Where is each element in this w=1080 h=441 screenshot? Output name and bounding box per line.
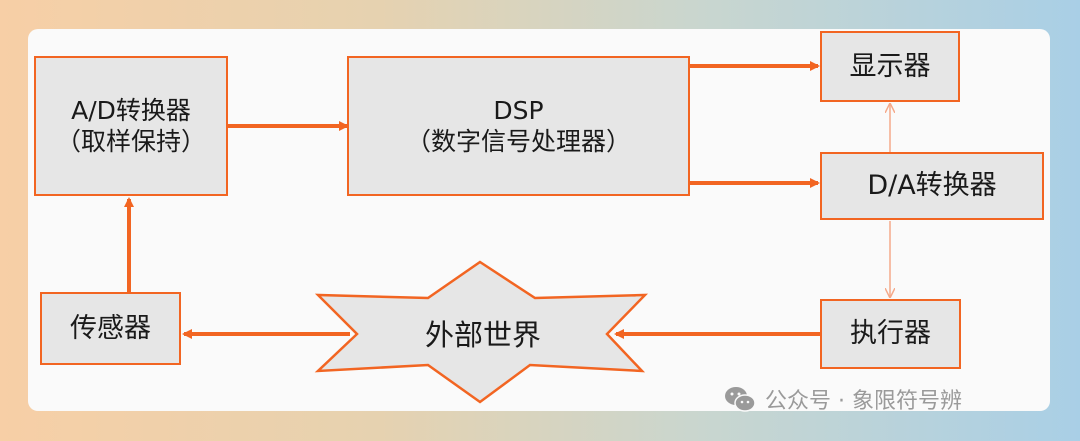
- node-display: 显示器: [820, 31, 960, 102]
- actuator-label: 执行器: [850, 318, 931, 350]
- display-label: 显示器: [849, 50, 931, 82]
- outside-world-shape: [314, 260, 649, 404]
- node-ad-converter: A/D转换器 （取样保持）: [34, 56, 228, 196]
- outside-world-label: 外部世界: [424, 318, 541, 352]
- ad-converter-title: A/D转换器: [71, 95, 191, 125]
- node-dsp: DSP （数字信号处理器）: [347, 56, 690, 196]
- node-sensor: 传感器: [40, 292, 181, 365]
- dsp-subtitle: （数字信号处理器）: [405, 127, 631, 156]
- ad-converter-subtitle: （取样保持）: [55, 127, 206, 156]
- da-converter-label: D/A转换器: [867, 170, 997, 202]
- watermark-text: 公众号 · 象限符号辨: [765, 389, 962, 414]
- node-da-converter: D/A转换器: [820, 152, 1044, 220]
- dsp-title: DSP: [493, 95, 544, 125]
- wechat-icon: [725, 387, 756, 412]
- node-actuator: 执行器: [820, 299, 961, 369]
- watermark: 公众号 · 象限符号辨: [723, 383, 962, 415]
- sensor-label: 传感器: [70, 312, 151, 344]
